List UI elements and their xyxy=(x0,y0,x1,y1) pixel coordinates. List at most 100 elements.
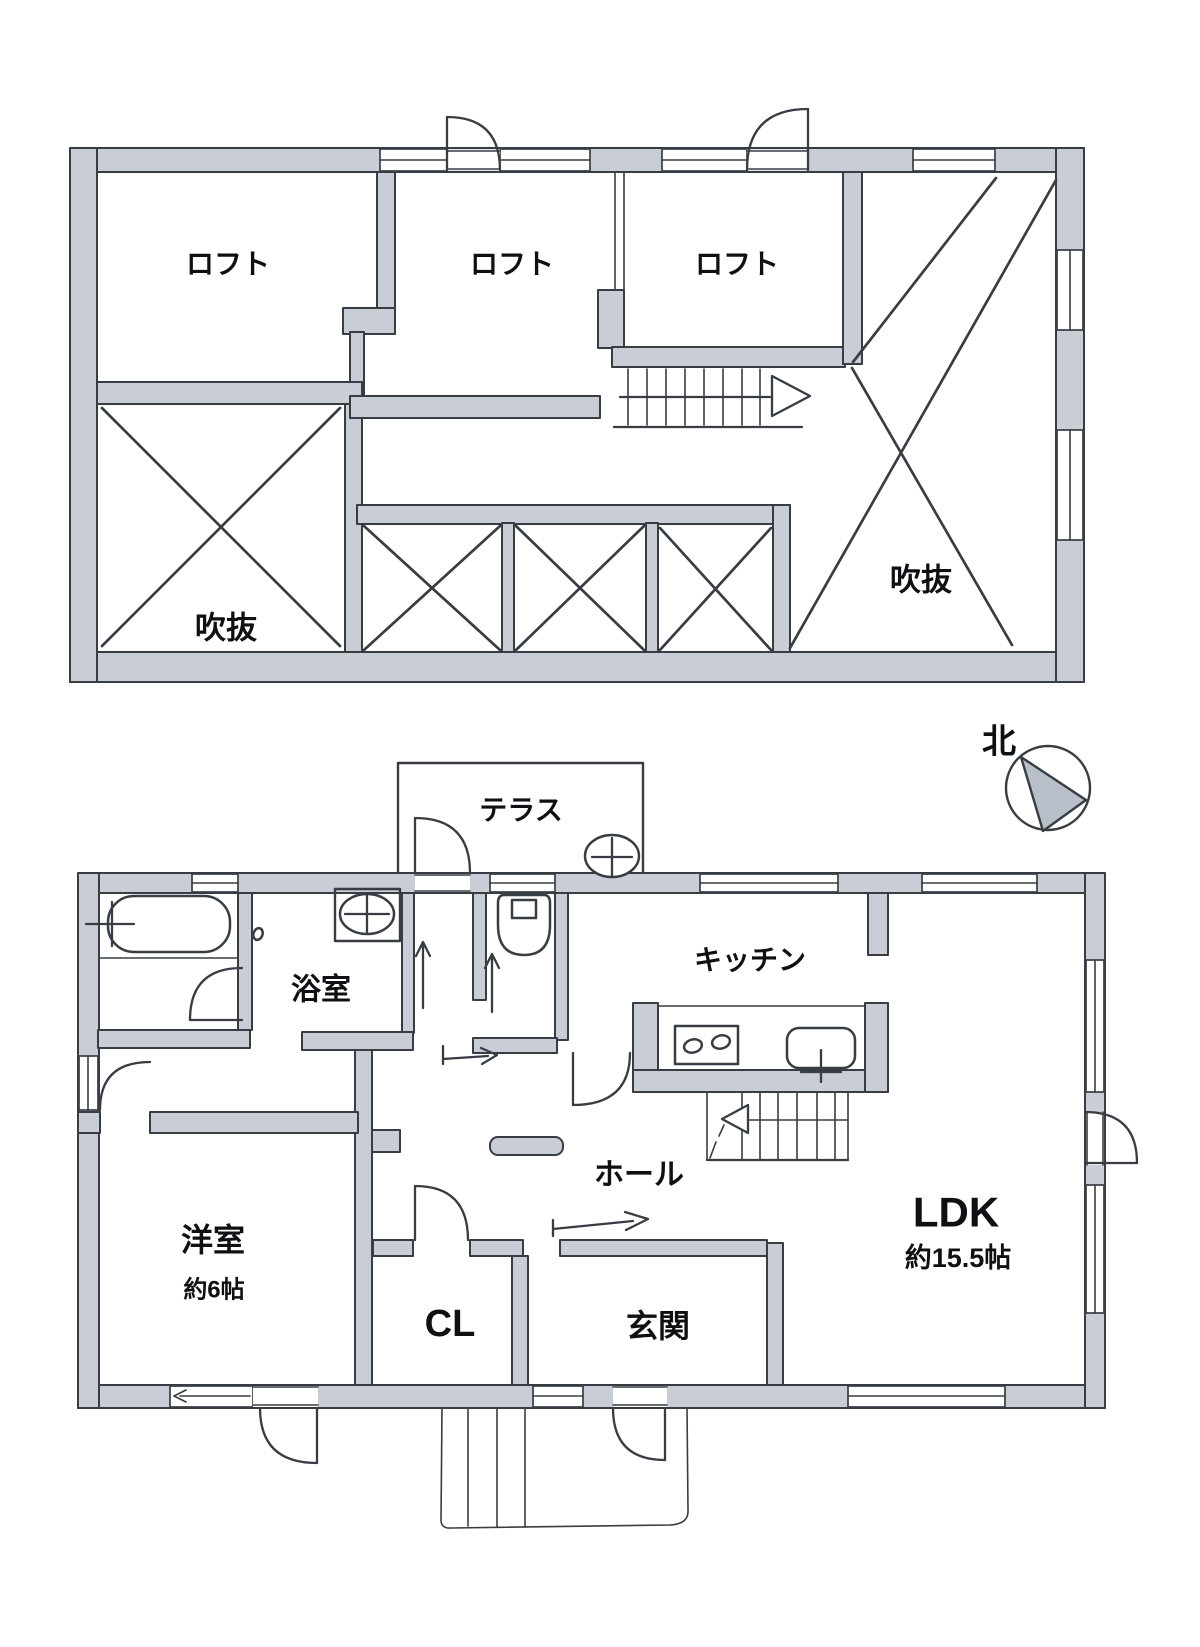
void-x-line xyxy=(514,524,646,652)
room-label-closet: CL xyxy=(425,1303,476,1345)
wall-segment xyxy=(645,522,659,653)
loft-floor-plan: ロフト ロフト ロフト 吹抜 吹抜 xyxy=(69,107,1085,683)
wall-segment xyxy=(342,307,396,335)
circulation-arrows xyxy=(414,940,650,1238)
void-x-line xyxy=(100,406,342,648)
stair-up-arrow-icon xyxy=(770,374,812,418)
hall-island-wall xyxy=(489,1136,564,1156)
wall-segment xyxy=(77,1111,101,1134)
door-swing-arc xyxy=(413,1184,470,1242)
stair-walkline-dash xyxy=(709,1141,717,1159)
wall-segment xyxy=(349,395,601,419)
first-floor-outer-walls xyxy=(77,872,1106,1409)
room-label-hall: ホール xyxy=(594,1159,684,1192)
counter-front xyxy=(632,1069,889,1093)
door-swing-arc xyxy=(188,966,244,1022)
room-label-loft-1: ロフト xyxy=(186,249,270,280)
burner-icon xyxy=(682,1038,704,1054)
wall-segment xyxy=(69,651,1085,683)
void-x-line xyxy=(658,526,773,652)
room-size-western-room: 約6帖 xyxy=(183,1276,244,1304)
first-floor-windows xyxy=(78,873,1105,1408)
wall-segment xyxy=(376,171,396,311)
first-floor-plan: 北 テラス 浴室 キッチン ホール 洋室 約6帖 CL 玄関 LDK 約15.5… xyxy=(77,723,1139,1529)
vanity-counter xyxy=(333,887,402,943)
wall-segment xyxy=(772,504,791,653)
wall-segment xyxy=(472,892,487,1001)
compass-circle-icon xyxy=(1004,744,1092,832)
counter-side xyxy=(632,1002,659,1073)
drain-icon xyxy=(252,926,264,942)
room-label-terrace: テラス xyxy=(479,795,562,826)
wall-segment xyxy=(301,1031,414,1051)
wall-segment xyxy=(77,872,100,1409)
room-label-entrance: 玄関 xyxy=(626,1308,690,1344)
room-label-kitchen: キッチン xyxy=(694,945,806,976)
stair-walkline-dash xyxy=(718,1124,725,1137)
door-swing-arc xyxy=(571,1051,632,1107)
wall-segment xyxy=(354,1049,373,1386)
door-swing-arc xyxy=(98,1060,152,1112)
wall-segment xyxy=(867,892,889,956)
void-x-line xyxy=(850,366,1014,647)
wall-segment xyxy=(1055,147,1085,683)
bathroom-fixtures xyxy=(84,833,641,959)
first-floor-interior-walls xyxy=(77,892,889,1386)
flow-arrow-right-icon xyxy=(441,1044,499,1066)
wall-segment xyxy=(69,147,98,683)
compass-needle-icon xyxy=(1019,755,1088,833)
door-swing-arc xyxy=(1083,1110,1139,1165)
room-label-bathroom: 浴室 xyxy=(291,973,351,1007)
void-x-line xyxy=(851,176,998,364)
counter-side xyxy=(864,1002,889,1093)
room-label-loft-2: ロフト xyxy=(470,249,554,280)
entrance-porch xyxy=(440,1407,689,1529)
wall-segment xyxy=(766,1242,784,1386)
door-swing-arc xyxy=(745,107,810,172)
wall-segment xyxy=(372,1239,414,1257)
burner-icon xyxy=(710,1034,732,1050)
porch-outline xyxy=(440,1407,689,1529)
void-x-line xyxy=(362,524,502,652)
flow-arrow-up-icon xyxy=(483,952,501,1014)
entrance-door-swing-arc xyxy=(611,1406,667,1462)
room-label-western-room: 洋室 xyxy=(181,1222,245,1258)
wall-segment xyxy=(511,1255,529,1386)
flow-arrow-up-icon xyxy=(414,940,432,1010)
compass-north-label: 北 xyxy=(982,723,1016,761)
door-opening xyxy=(447,149,500,171)
wall-segment xyxy=(401,892,415,1034)
first-floor-doors xyxy=(98,816,1139,1465)
room-label-loft-3: ロフト xyxy=(695,249,779,280)
wall-segment xyxy=(97,1029,251,1049)
flow-arrow-right-icon xyxy=(551,1210,650,1238)
door-opening xyxy=(747,149,808,171)
wall-segment xyxy=(611,346,846,368)
wall-segment xyxy=(149,1111,359,1134)
room-label-ldk: LDK xyxy=(913,1189,999,1236)
door-swing-arc xyxy=(445,115,502,172)
wall-segment xyxy=(559,1239,768,1257)
wall-segment xyxy=(554,892,569,1041)
loft-windows xyxy=(379,148,1084,541)
void-x-line xyxy=(788,178,1058,650)
entrance-door-opening xyxy=(613,1386,667,1407)
wall-segment xyxy=(469,1239,524,1257)
door-swing-arc xyxy=(258,1406,319,1465)
wall-segment xyxy=(344,403,363,653)
door-opening xyxy=(253,1386,318,1407)
wall-segment xyxy=(371,1129,401,1153)
wall-segment xyxy=(96,381,363,405)
door-opening xyxy=(415,874,470,892)
stair-down-arrow-icon xyxy=(720,1103,750,1135)
toilet-tank-icon xyxy=(510,898,538,920)
door-swing-arc xyxy=(413,816,472,875)
loft-void-x-marks xyxy=(100,176,1058,652)
wall-segment xyxy=(842,171,863,365)
kitchen-counter xyxy=(632,1002,889,1093)
loft-stairs xyxy=(612,368,812,429)
wall-segment xyxy=(501,522,515,653)
wall-segment xyxy=(356,504,791,525)
